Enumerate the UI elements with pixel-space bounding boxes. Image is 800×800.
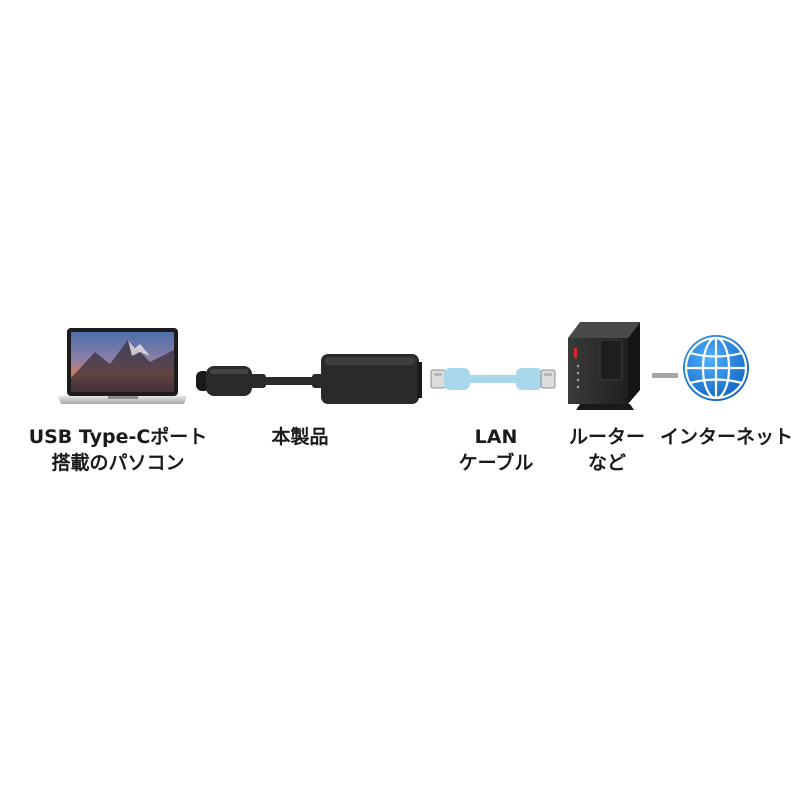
router-icon <box>568 322 640 410</box>
product-label: 本製品 <box>250 424 350 450</box>
usb-c-lan-adapter-icon <box>312 354 422 404</box>
pc-label-line2: 搭載のパソコン <box>51 452 185 474</box>
router-label: ルーター など <box>552 424 662 476</box>
router-internet-link <box>652 373 678 378</box>
globe-icon <box>683 335 749 401</box>
cable-label: LAN ケーブル <box>446 424 546 476</box>
router-label-line1: ルーター <box>568 426 645 448</box>
internet-label: インターネット <box>660 424 794 450</box>
pc-label: USB Type-Cポート 搭載のパソコン <box>20 424 216 476</box>
cable-label-line1: LAN <box>474 426 518 448</box>
pc-label-line1: USB Type-Cポート <box>28 426 208 448</box>
internet-label-line1: インターネット <box>660 426 794 448</box>
cable-label-line2: ケーブル <box>458 452 534 474</box>
lan-cable-icon <box>430 368 556 390</box>
usb-c-connector-icon <box>196 366 316 396</box>
router-label-line2: など <box>587 452 626 474</box>
product-label-line1: 本製品 <box>271 426 329 448</box>
laptop-icon <box>58 328 187 404</box>
